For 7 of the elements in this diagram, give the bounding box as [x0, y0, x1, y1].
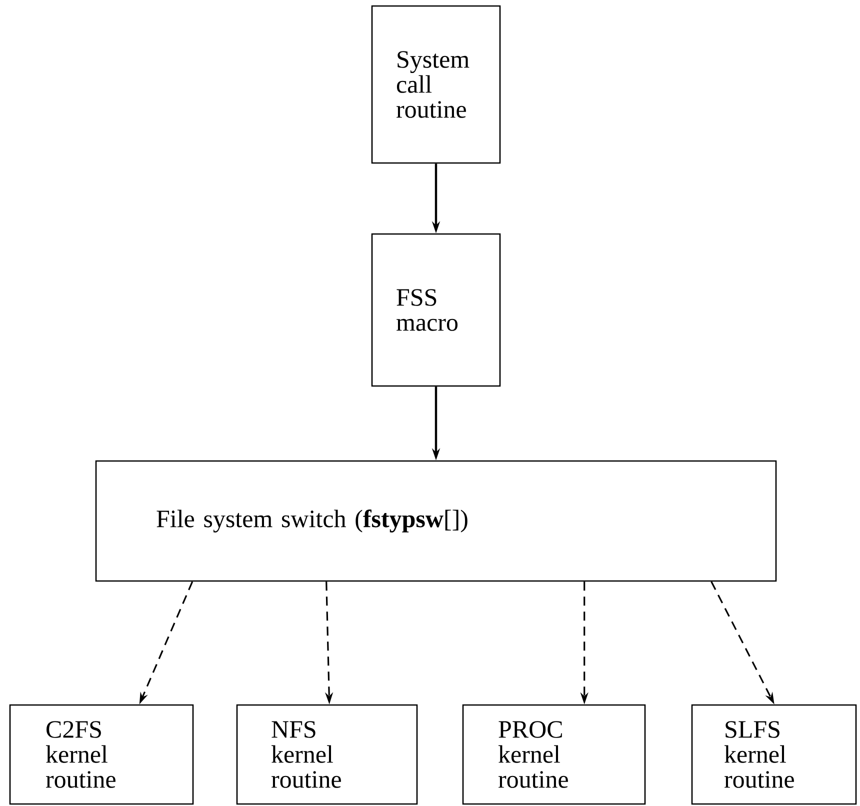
- process-box: PROC kernel routine: [462, 704, 646, 805]
- process-box: NFS kernel routine: [236, 704, 418, 805]
- process-box: File system switch (fstypsw[]): [95, 460, 777, 582]
- process-box: System call routine: [371, 5, 501, 164]
- process-box: SLFS kernel routine: [691, 704, 857, 805]
- process-box: FSS macro: [371, 233, 501, 387]
- process-box: C2FS kernel routine: [9, 704, 194, 805]
